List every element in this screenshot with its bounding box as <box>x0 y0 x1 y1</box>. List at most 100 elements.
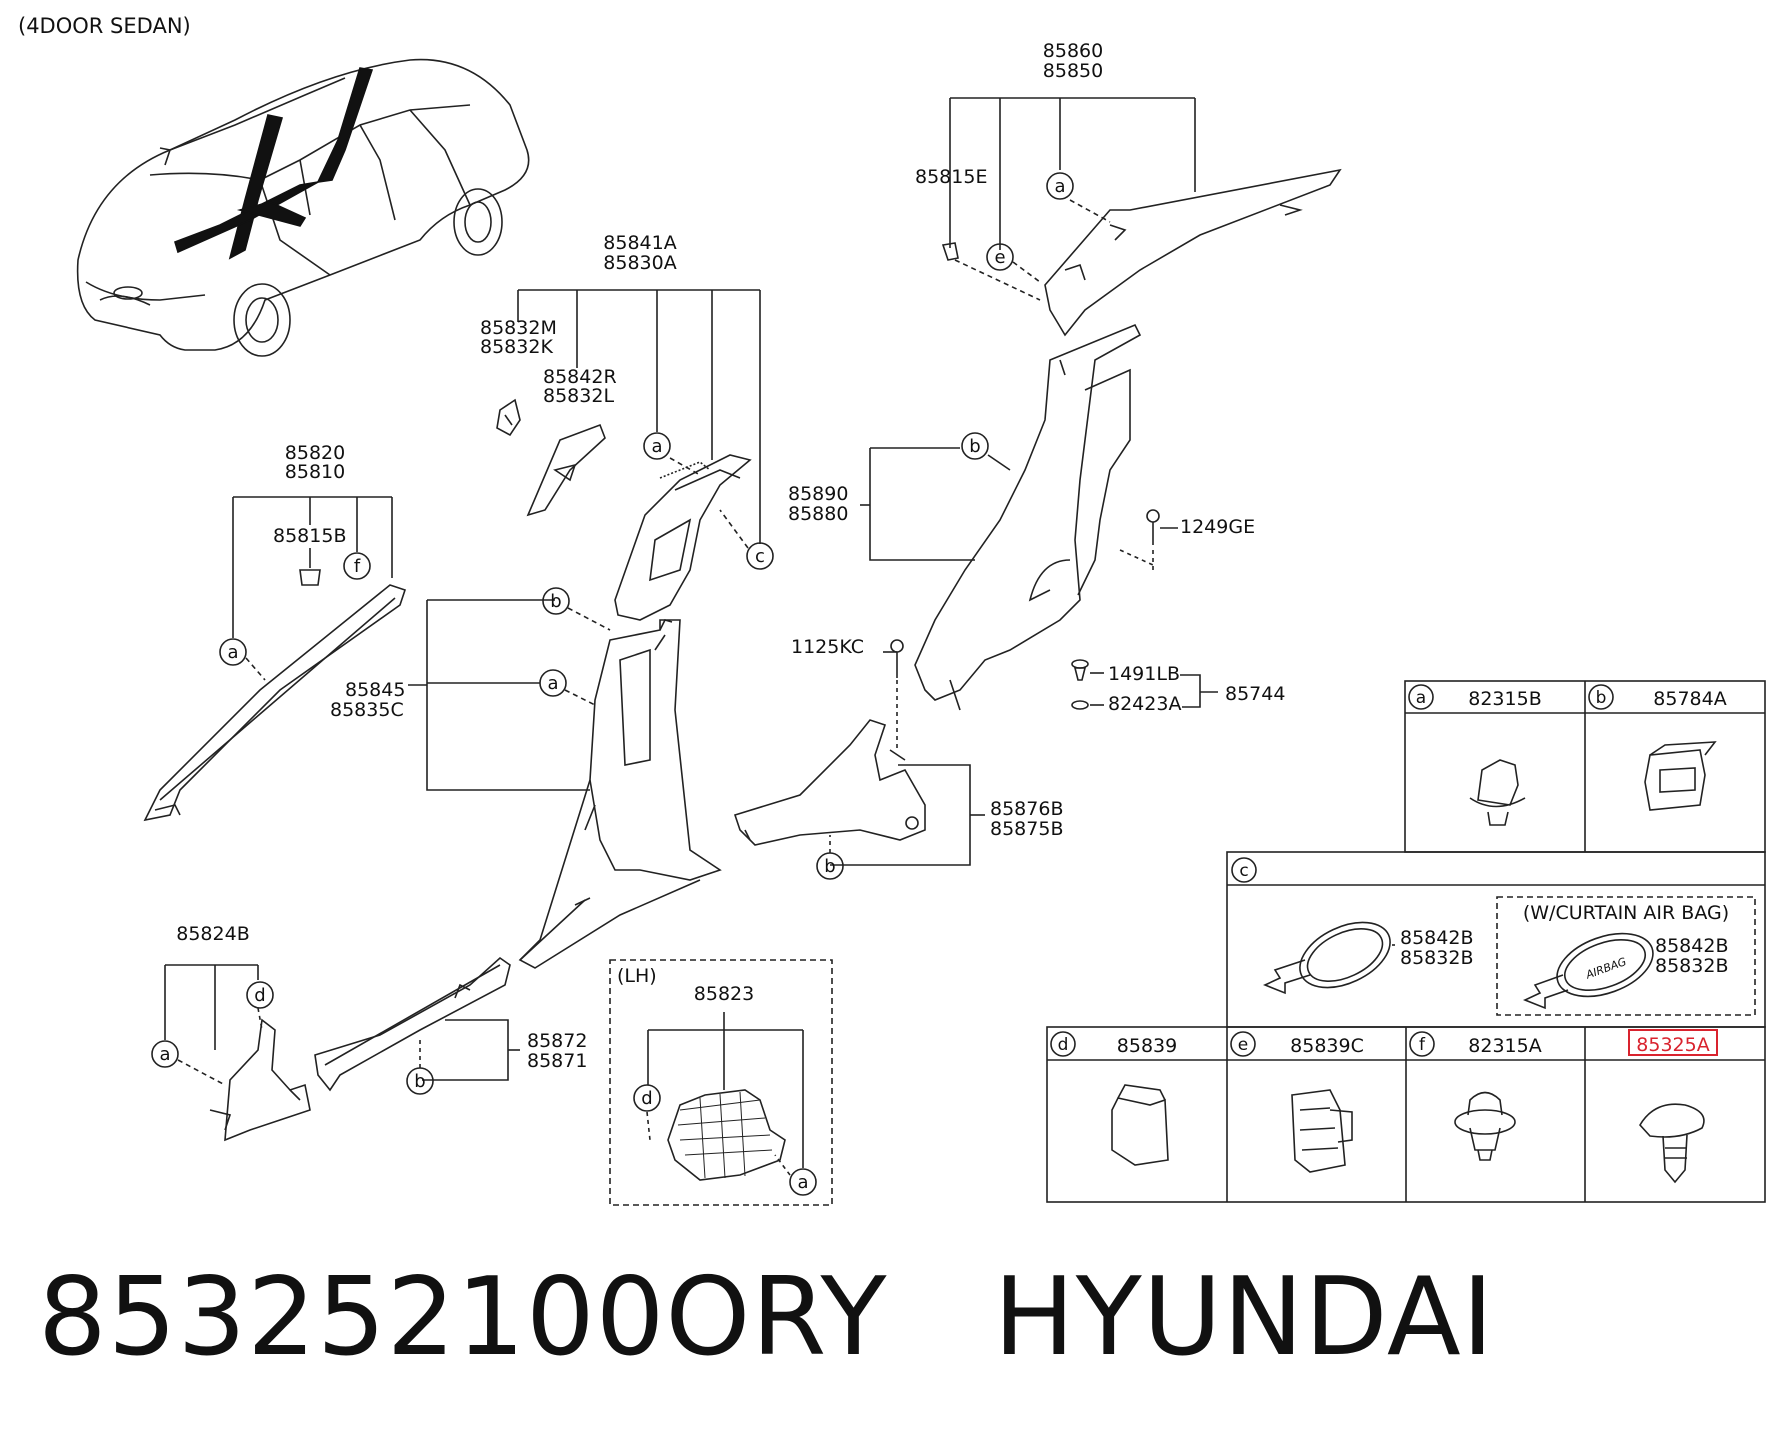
footer-caption: 853252100ORY HYUNDAI <box>38 1255 1495 1380</box>
svg-text:b: b <box>824 856 835 877</box>
label-85835C: 85835C <box>330 699 404 721</box>
lower-b-pillar-group: 85845 85835C b a <box>330 587 722 969</box>
table-part-a: 82315B <box>1468 688 1541 710</box>
label-85830A: 85830A <box>603 252 676 274</box>
label-85832K: 85832K <box>480 336 553 358</box>
airbag-variant-title: (W/CURTAIN AIR BAG) <box>1523 902 1729 924</box>
table-part-e: 85839C <box>1290 1035 1364 1057</box>
table-callout-a <box>1408 684 1434 710</box>
svg-text:c: c <box>1239 861 1248 881</box>
label-85832M: 85832M <box>480 317 557 339</box>
label-1249GE: 1249GE <box>1180 516 1255 538</box>
lower-front-trim-group: 85824B d a <box>151 923 311 1142</box>
svg-text:a: a <box>797 1172 808 1193</box>
fastener-table-top: a 82315B b 85784A <box>1404 680 1766 853</box>
table-c-part1: 85842B <box>1400 927 1473 949</box>
callout-f-a-pillar <box>343 552 371 580</box>
label-85890: 85890 <box>788 483 848 505</box>
table-callout-d <box>1050 1031 1076 1057</box>
table-c-part2: 85832B <box>1400 947 1473 969</box>
svg-text:a: a <box>651 436 662 457</box>
label-85842R: 85842R <box>543 366 617 388</box>
table-part-f: 82315A <box>1468 1035 1541 1057</box>
svg-text:e: e <box>994 247 1005 268</box>
callout-a-lh <box>789 1168 817 1196</box>
callout-a-lower-b <box>539 669 567 697</box>
svg-text:e: e <box>1238 1035 1248 1055</box>
callout-d-lh <box>633 1084 661 1112</box>
lh-box: (LH) 85823 d a <box>609 959 833 1206</box>
callout-b-rear-pillar <box>961 432 989 460</box>
callout-c-upper-b <box>746 542 774 570</box>
label-85832L: 85832L <box>543 385 614 407</box>
a-pillar-group: 85820 85810 85815B f a <box>143 442 407 822</box>
table-callout-c <box>1231 857 1257 883</box>
label-85872: 85872 <box>527 1030 587 1052</box>
fastener-table-bottom: d 85839 e 85839C f 82315A 85325A <box>1046 1026 1766 1203</box>
label-85823: 85823 <box>694 983 754 1005</box>
variant-title: (4DOOR SEDAN) <box>18 14 191 38</box>
table-part-d: 85839 <box>1117 1035 1177 1057</box>
svg-text:d: d <box>1058 1035 1069 1055</box>
callout-b-lower-b <box>542 587 570 615</box>
clip-group-85744: 1491LB 82423A 85744 <box>1071 659 1285 715</box>
fastener-table-c: c 85842B 85832B (W/CURTAIN AIR BAG) 8584… <box>1226 851 1766 1028</box>
label-82423A: 82423A <box>1108 693 1181 715</box>
lh-title: (LH) <box>617 965 657 987</box>
svg-text:b: b <box>414 1071 425 1092</box>
callout-a-rear-upper <box>1046 172 1074 200</box>
airbag-logo: AIRBAG <box>1583 955 1628 982</box>
callout-a-upper-b <box>643 432 671 460</box>
table-c-airbag-part2: 85832B <box>1655 955 1728 977</box>
label-85810: 85810 <box>285 461 345 483</box>
label-1125KC: 1125KC <box>791 636 864 658</box>
label-85880: 85880 <box>788 503 848 525</box>
table-part-highlight: 85325A <box>1636 1034 1709 1056</box>
car-illustration <box>76 58 530 357</box>
callout-e-rear-upper <box>986 243 1014 271</box>
table-part-b: 85784A <box>1653 688 1726 710</box>
upper-b-pillar-group: 85841A 85830A 85832M 85832K 85842R 85832… <box>480 232 774 621</box>
svg-text:b: b <box>1596 688 1607 708</box>
label-85824B: 85824B <box>176 923 249 945</box>
callout-a-lower-front <box>151 1040 179 1068</box>
label-85815B: 85815B <box>273 525 346 547</box>
label-85820: 85820 <box>285 442 345 464</box>
table-callout-e <box>1230 1031 1256 1057</box>
label-85744: 85744 <box>1225 683 1285 705</box>
rear-pillar-group: 85890 85880 b 1249GE <box>788 323 1255 711</box>
scuff-plate-group: 85872 85871 b <box>314 956 587 1095</box>
label-85876B: 85876B <box>990 798 1063 820</box>
label-85875B: 85875B <box>990 818 1063 840</box>
airbag-variant-box <box>1496 896 1756 1016</box>
part-number: 853252100ORY <box>38 1255 888 1380</box>
svg-text:a: a <box>159 1044 170 1065</box>
table-callout-f <box>1409 1031 1435 1057</box>
callout-a-a-pillar <box>219 638 247 666</box>
svg-text:a: a <box>1054 176 1065 197</box>
svg-text:a: a <box>227 642 238 663</box>
label-85845: 85845 <box>345 679 405 701</box>
callout-d-lower-front <box>246 981 274 1009</box>
table-callout-b <box>1588 684 1614 710</box>
rear-sill-group: 1125KC 85876B 85875B b <box>733 636 1063 880</box>
brand-name: HYUNDAI <box>993 1255 1495 1380</box>
svg-text:a: a <box>547 673 558 694</box>
svg-text:c: c <box>755 546 765 567</box>
svg-text:d: d <box>641 1088 652 1109</box>
svg-text:f: f <box>354 556 361 577</box>
label-85850: 85850 <box>1043 60 1103 82</box>
label-1491LB: 1491LB <box>1108 663 1180 685</box>
svg-text:b: b <box>550 591 561 612</box>
svg-text:d: d <box>254 985 265 1006</box>
rear-upper-trim-group: 85860 85850 85815E a e <box>915 40 1342 337</box>
label-85860: 85860 <box>1043 40 1103 62</box>
label-85841A: 85841A <box>603 232 676 254</box>
table-c-airbag-part1: 85842B <box>1655 935 1728 957</box>
svg-text:a: a <box>1416 688 1426 708</box>
svg-text:f: f <box>1419 1035 1426 1055</box>
highlight-box <box>1628 1029 1718 1056</box>
svg-text:b: b <box>969 436 980 457</box>
label-85815E: 85815E <box>915 166 987 188</box>
